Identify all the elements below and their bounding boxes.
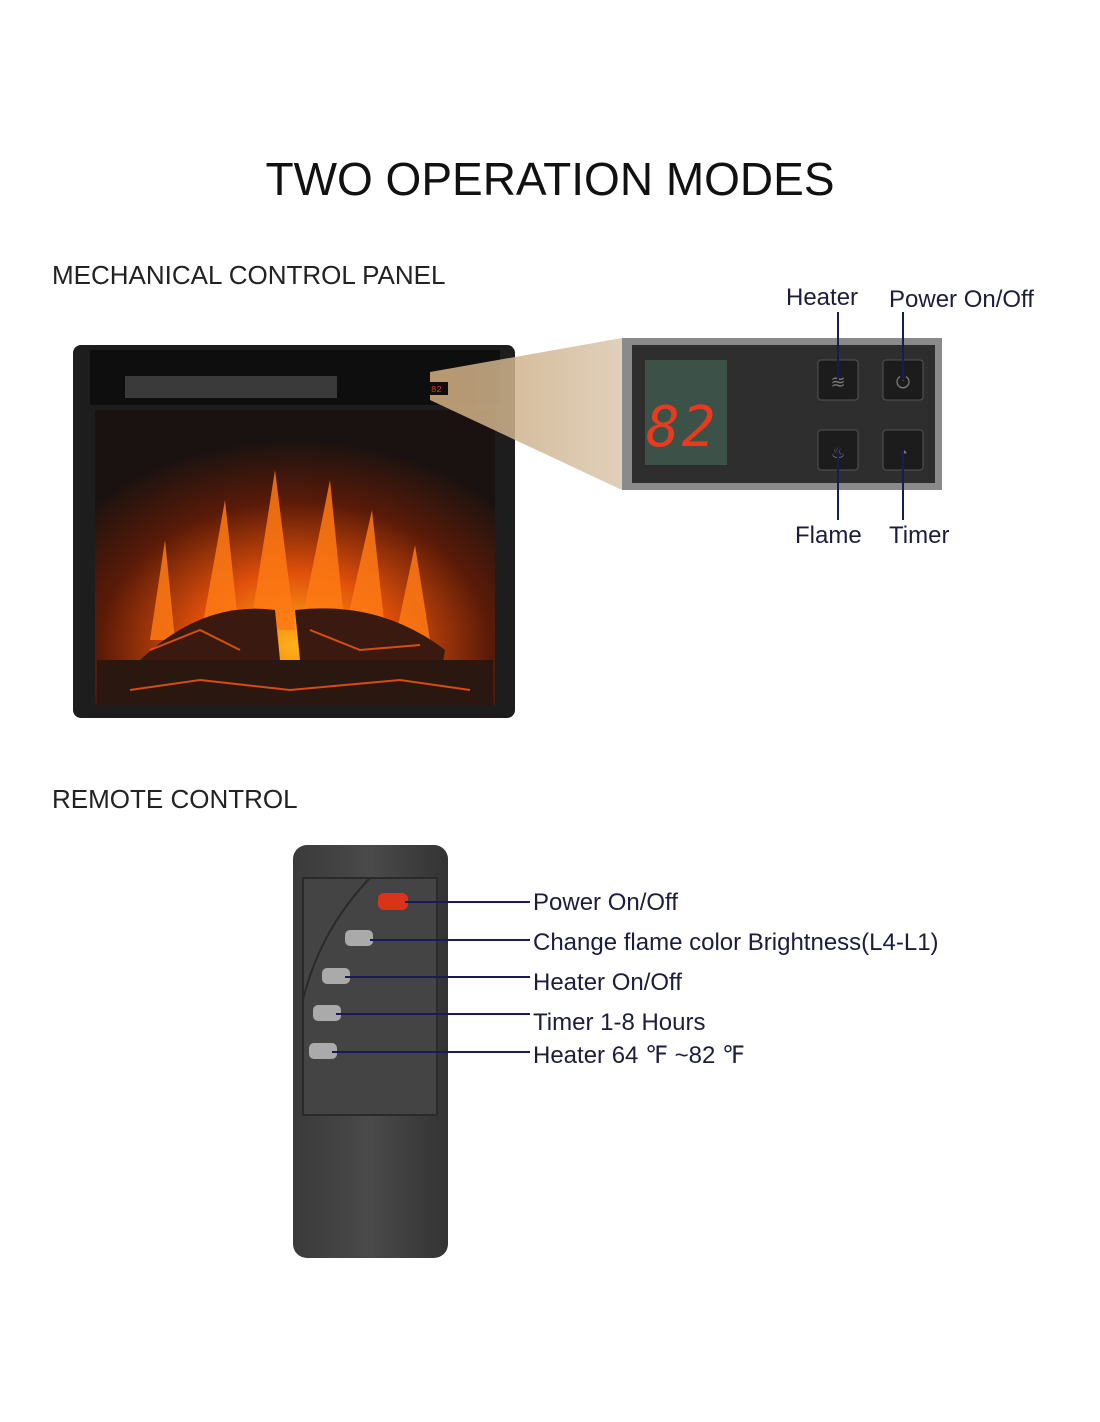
panel-leader-lines [837, 312, 904, 520]
mechanical-heading: MECHANICAL CONTROL PANEL [52, 260, 446, 290]
fireplace-display-value: 82 [431, 385, 442, 395]
label-power: Power On/Off [889, 286, 1034, 313]
page-title: TWO OPERATION MODES [265, 153, 835, 205]
remote-heater-button[interactable] [322, 968, 350, 984]
remote-heading: REMOTE CONTROL [52, 784, 298, 814]
temperature-display: 82 [646, 395, 718, 460]
label-timer: Timer [889, 522, 950, 549]
remote-power-button[interactable] [378, 893, 408, 910]
remote-flame-button[interactable] [345, 930, 373, 946]
remote-label-timer: Timer 1-8 Hours [533, 1009, 706, 1036]
label-flame: Flame [795, 522, 862, 549]
remote-timer-button[interactable] [313, 1005, 341, 1021]
power-icon: ⏻ [896, 372, 910, 392]
heat-waves-icon: ≋ [830, 372, 845, 392]
remote-leader-lines [332, 901, 530, 1053]
remote-control-image [293, 845, 530, 1258]
remote-label-heater: Heater On/Off [533, 969, 682, 996]
remote-temp-button[interactable] [309, 1043, 337, 1059]
zoom-beam [430, 338, 622, 490]
fireplace-image [73, 345, 515, 718]
remote-label-flame: Change flame color Brightness(L4-L1) [533, 929, 939, 956]
remote-label-power: Power On/Off [533, 889, 678, 916]
label-heater: Heater [786, 284, 859, 311]
fireplace-display-window [428, 382, 448, 395]
control-panel-closeup: ≋ ⏻ ♨ ◔ [622, 312, 942, 520]
remote-label-temperature: Heater 64 ℉ ~82 ℉ [533, 1042, 745, 1069]
